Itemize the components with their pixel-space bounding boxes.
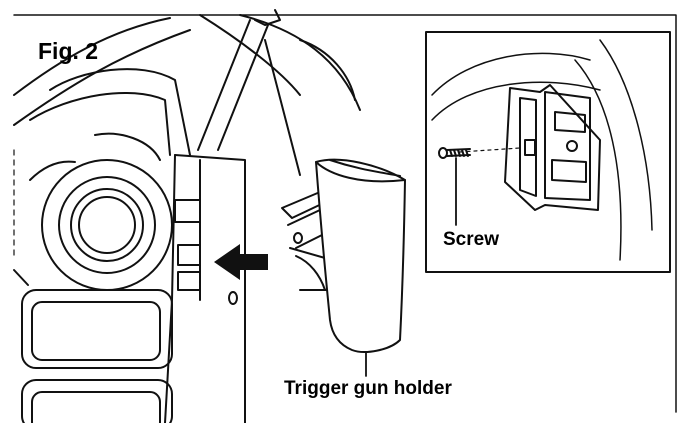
figure-border bbox=[13, 14, 677, 413]
trigger-gun-holder-callout: Trigger gun holder bbox=[284, 378, 452, 399]
mounting-bracket bbox=[164, 154, 246, 423]
screw-callout: Screw bbox=[443, 229, 499, 250]
wheel bbox=[29, 159, 173, 291]
lower-panel bbox=[13, 269, 173, 423]
holder-body bbox=[315, 158, 406, 377]
detail-inset bbox=[425, 31, 671, 273]
figure-label: Fig. 2 bbox=[38, 38, 99, 64]
insert-arrow-icon bbox=[214, 244, 268, 280]
machine-frame bbox=[13, 9, 361, 261]
